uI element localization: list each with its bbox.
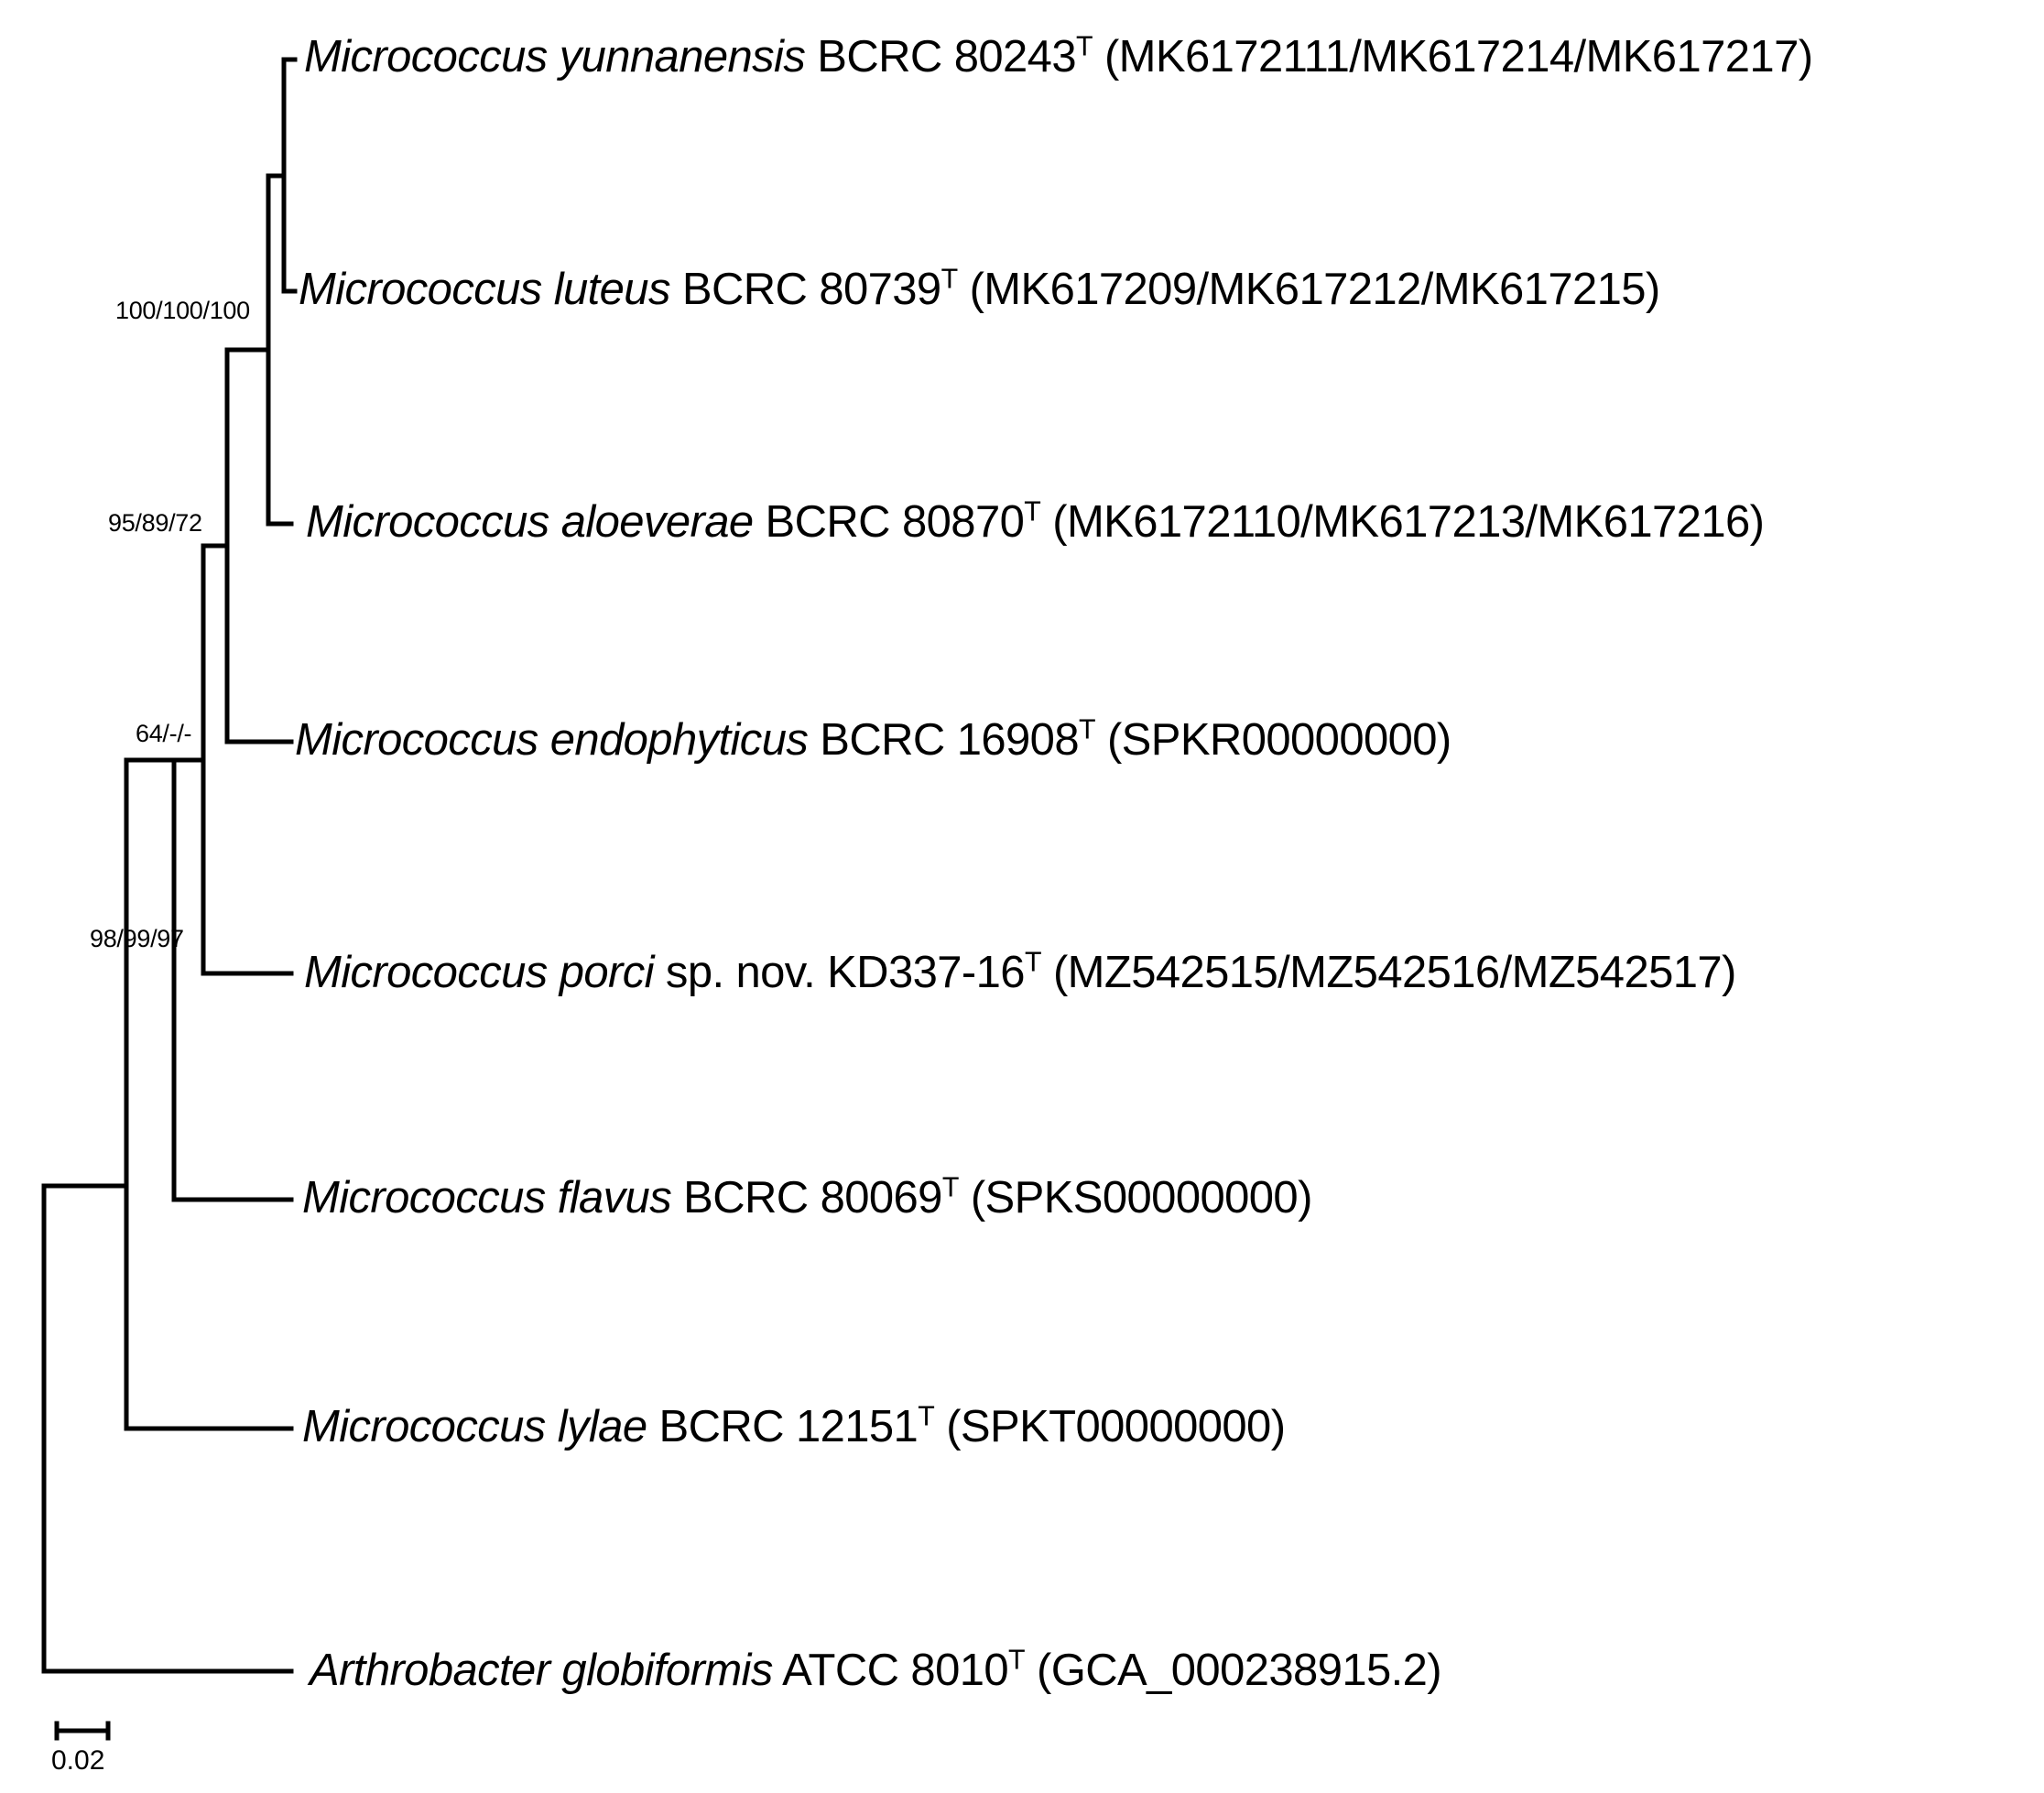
support-label-luteus-clade: 100/100/100 xyxy=(115,297,250,324)
taxon-strain-arthrobacter: ATCC 8010 xyxy=(782,1646,1009,1695)
type-marker-porci: T xyxy=(1024,946,1042,978)
type-marker-flavus: T xyxy=(941,1171,960,1203)
taxon-accessions-arthrobacter: (GCA_000238915.2) xyxy=(1037,1646,1442,1695)
taxon-label-endophyticus: Micrococcus endophyticus BCRC 16908T (SP… xyxy=(295,715,1451,765)
taxon-name-aloeverae: Micrococcus aloeverae xyxy=(306,497,754,547)
type-marker-endophyticus: T xyxy=(1078,713,1096,745)
taxon-label-arthrobacter: Arthrobacter globiformis ATCC 8010T (GCA… xyxy=(310,1644,1442,1695)
taxon-strain-aloeverae: BCRC 80870 xyxy=(765,497,1025,547)
taxon-label-luteus: Micrococcus luteus BCRC 80739T (MK617209… xyxy=(299,263,1661,314)
taxon-strain-luteus: BCRC 80739 xyxy=(681,265,941,314)
taxon-accessions-flavus: (SPKS00000000) xyxy=(970,1173,1313,1222)
taxon-accessions-lylae: (SPKT00000000) xyxy=(946,1402,1286,1451)
taxon-strain-lylae: BCRC 12151 xyxy=(658,1402,919,1451)
taxon-strain-porci: sp. nov. KD337-16 xyxy=(665,948,1026,997)
taxon-name-endophyticus: Micrococcus endophyticus xyxy=(295,715,809,765)
support-label-aloeverae-clade: 95/89/72 xyxy=(108,509,202,537)
type-marker-arthrobacter: T xyxy=(1008,1644,1026,1676)
taxon-label-lylae: Micrococcus lylae BCRC 12151T (SPKT00000… xyxy=(302,1402,1286,1451)
taxon-name-porci: Micrococcus porci xyxy=(304,948,655,997)
taxon-label-porci: Micrococcus porci sp. nov. KD337-16T (MZ… xyxy=(304,948,1736,997)
taxon-strain-flavus: BCRC 80069 xyxy=(683,1173,942,1222)
taxon-accessions-aloeverae: (MK6172110/MK617213/MK617216) xyxy=(1052,497,1765,547)
type-marker-aloeverae: T xyxy=(1024,495,1041,527)
taxon-name-luteus: Micrococcus luteus xyxy=(299,265,670,314)
type-marker-luteus: T xyxy=(940,263,959,295)
taxon-name-arthrobacter: Arthrobacter globiformis xyxy=(310,1646,773,1695)
support-label-endophyticus-clade: 64/-/- xyxy=(136,720,192,747)
taxon-strain-endophyticus: BCRC 16908 xyxy=(820,715,1079,765)
support-label-micrococcus-clade: 98/99/97 xyxy=(90,925,184,952)
type-marker-lylae: T xyxy=(918,1400,935,1432)
taxon-accessions-endophyticus: (SPKR00000000) xyxy=(1106,715,1451,765)
taxon-accessions-porci: (MZ542515/MZ542516/MZ542517) xyxy=(1052,948,1736,997)
taxon-name-flavus: Micrococcus flavus xyxy=(302,1173,672,1222)
scale-bar-label: 0.02 xyxy=(51,1745,105,1776)
taxon-label-aloeverae: Micrococcus aloeverae BCRC 80870T (MK617… xyxy=(306,497,1765,547)
taxon-label-yunnanensis: Micrococcus yunnanensis BCRC 80243T (MK6… xyxy=(304,32,1813,82)
taxon-strain-yunnanensis: BCRC 80243 xyxy=(817,32,1076,82)
taxon-name-lylae: Micrococcus lylae xyxy=(302,1402,647,1451)
taxon-name-yunnanensis: Micrococcus yunnanensis xyxy=(304,32,806,82)
type-marker-yunnanensis: T xyxy=(1075,30,1093,62)
taxon-accessions-luteus: (MK617209/MK617212/MK617215) xyxy=(969,265,1661,314)
taxon-label-flavus: Micrococcus flavus BCRC 80069T (SPKS0000… xyxy=(302,1173,1313,1222)
taxon-accessions-yunnanensis: (MK6172111/MK617214/MK617217) xyxy=(1104,32,1813,82)
